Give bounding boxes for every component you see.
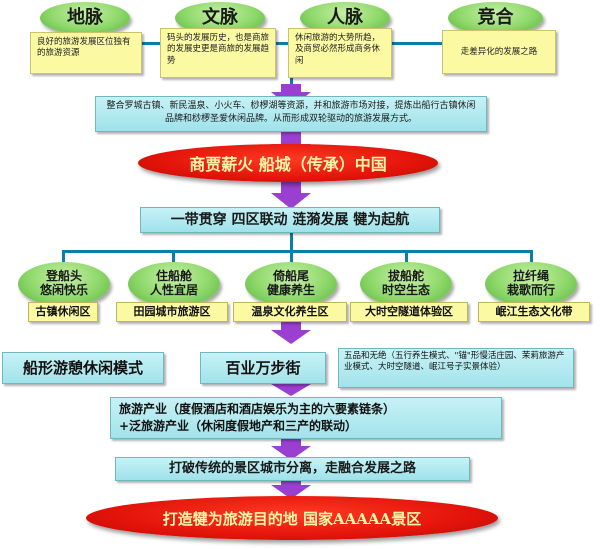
industry-line1: 旅游产业（度假酒店和酒店娱乐为主的六要素链条） [119,402,396,416]
zone-drop-2 [172,250,175,266]
pillar-title: 地脉 [67,6,103,28]
pillar-note-1: 良好的旅游发展区位独有的旅游资源 [30,32,142,74]
arrow-5 [271,380,311,396]
zone-line1: 拉纤绳 [512,269,549,284]
goal-text: 打造犍为旅游目的地 国家AAAAA景区 [162,509,422,528]
zone-oval-3: 倚船尾 健康养生 [245,262,337,306]
zone-line1: 拔船舵 [387,269,424,284]
arrow-6 [271,438,311,460]
zone-line2: 健康养生 [266,283,315,297]
zone-oval-5: 拉纤绳 栽歌而行 [485,262,577,306]
goal-oval: 打造犍为旅游目的地 国家AAAAA景区 [86,496,498,540]
arrow-4 [271,322,311,344]
pillar-title: 文脉 [202,6,238,28]
mode-text: 五品和无绝（五行养生模式、"锚"形慢活庄园、茉莉旅游产业模式、大时空隧道、岷江号… [344,351,565,373]
mode-box-2: 百业万步街 [200,352,326,384]
zone-label-3: 温泉文化养生区 [233,302,347,322]
zone-label-2: 田园城市旅游区 [116,302,228,322]
zone-label-4: 大时空隧道体验区 [350,302,468,322]
zone-drop-1 [62,250,65,266]
arrow-3 [271,181,311,209]
mode-box-1: 船形游憩休闲模式 [2,352,164,384]
zone-line1: 住船舱 [155,269,192,284]
mode-text: 百业万步街 [225,359,301,377]
mode-box-3: 五品和无绝（五行养生模式、"锚"形慢活庄园、茉莉旅游产业模式、大时空隧道、岷江号… [338,348,574,388]
zone-drop-3 [290,250,293,266]
pillar-note-4: 走差异化的发展之路 [442,30,556,74]
integration-bar: 整合罗城古镇、新民温泉、小火车、桫椤湖等资源，并和旅游市场对接，提炼出船行古镇休… [95,96,487,132]
zones-trunk-line [290,232,293,252]
path-text: 打破传统的景区城市分离，走融合发展之路 [168,461,416,476]
mode-text: 船形游憩休闲模式 [22,359,143,377]
industry-line2: +泛旅游产业（休闲度假地产和三产的联动） [119,419,358,434]
zone-oval-1: 登船头 悠闲快乐 [18,262,110,306]
pillar-note-2: 码头的发展历史，也是商旅的发展史更是商旅的发展趋势 [160,28,276,78]
zone-line2: 时空生态 [381,283,430,297]
integration-text: 整合罗城古镇、新民温泉、小火车、桫椤湖等资源，并和旅游市场对接，提炼出船行古镇休… [106,101,476,125]
zone-drop-4 [405,250,408,266]
pillar-note-3: 休闲旅游的大势所趋，及商贸必然形成商务休闲 [288,28,392,78]
zone-label-5: 岷江生态文化带 [478,302,590,322]
pillar-title: 人脉 [327,6,363,28]
pillar-oval-4: 竞合 [448,2,543,34]
strategy-text: 一带贯穿 四区联动 涟漪发展 犍为起航 [170,212,410,228]
zones-branch-line [62,250,532,253]
theme-text: 商贾薪火 船城（传承）中国 [189,155,387,174]
pillar-oval-1: 地脉 [40,2,130,34]
theme-oval: 商贾薪火 船城（传承）中国 [138,144,438,182]
industry-box: 旅游产业（度假酒店和酒店娱乐为主的六要素链条） +泛旅游产业（休闲度假地产和三产… [110,397,502,439]
zone-drop-5 [530,250,533,266]
zone-line2: 栽歌而行 [506,283,555,297]
zone-line1: 倚船尾 [272,269,309,284]
path-bar: 打破传统的景区城市分离，走融合发展之路 [115,457,470,481]
zone-line2: 人性宜居 [149,283,198,297]
zone-oval-4: 拔船舵 时空生态 [360,262,452,306]
zone-label-1: 古镇休闲区 [28,302,98,322]
zone-line2: 悠闲快乐 [39,283,88,297]
zone-oval-2: 住船舱 人性宜居 [128,262,220,306]
pillar-title: 竞合 [477,6,514,28]
strategy-bar: 一带贯穿 四区联动 涟漪发展 犍为起航 [140,207,440,233]
arrow-7 [271,479,311,499]
zone-line1: 登船头 [45,269,82,284]
